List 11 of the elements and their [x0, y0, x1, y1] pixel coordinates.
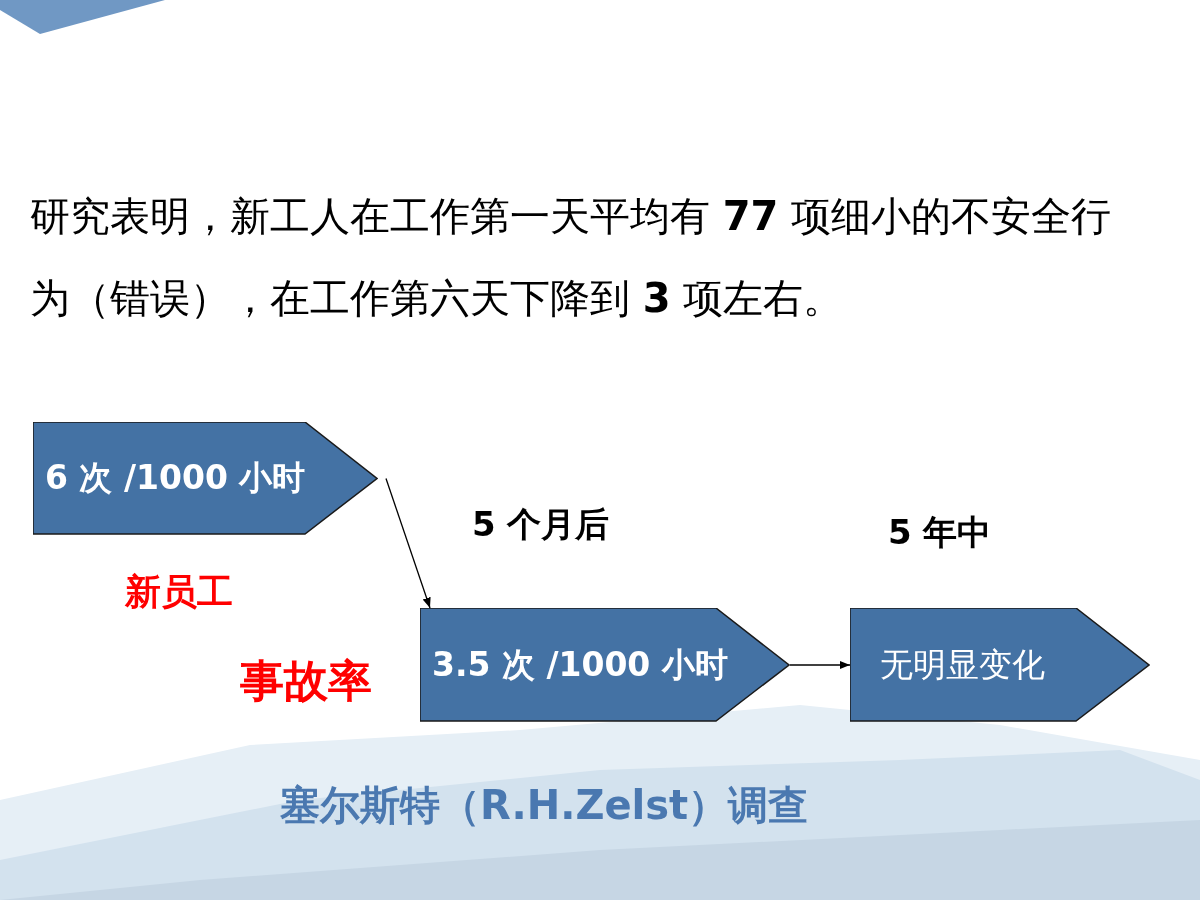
side-label: 事故率 — [240, 654, 372, 708]
caption: 塞尔斯特（R.H.Zelst）调查 — [280, 781, 809, 830]
arrow — [789, 660, 851, 670]
intro-paragraph: 研究表明，新工人在工作第一天平均有 77 项细小的不安全行为（错误），在工作第六天下降到 3 项左右。 — [30, 192, 1113, 323]
time-label: 5 个月后 — [472, 503, 610, 546]
time-label: 5 年中 — [888, 511, 992, 554]
node-label: 无明显变化 — [879, 643, 1045, 686]
side-label: 新员工 — [125, 570, 233, 614]
arrow — [385, 477, 431, 609]
node-label: 3.5 次 /1000 小时 — [431, 643, 728, 686]
node-label: 6 次 /1000 小时 — [44, 457, 306, 499]
